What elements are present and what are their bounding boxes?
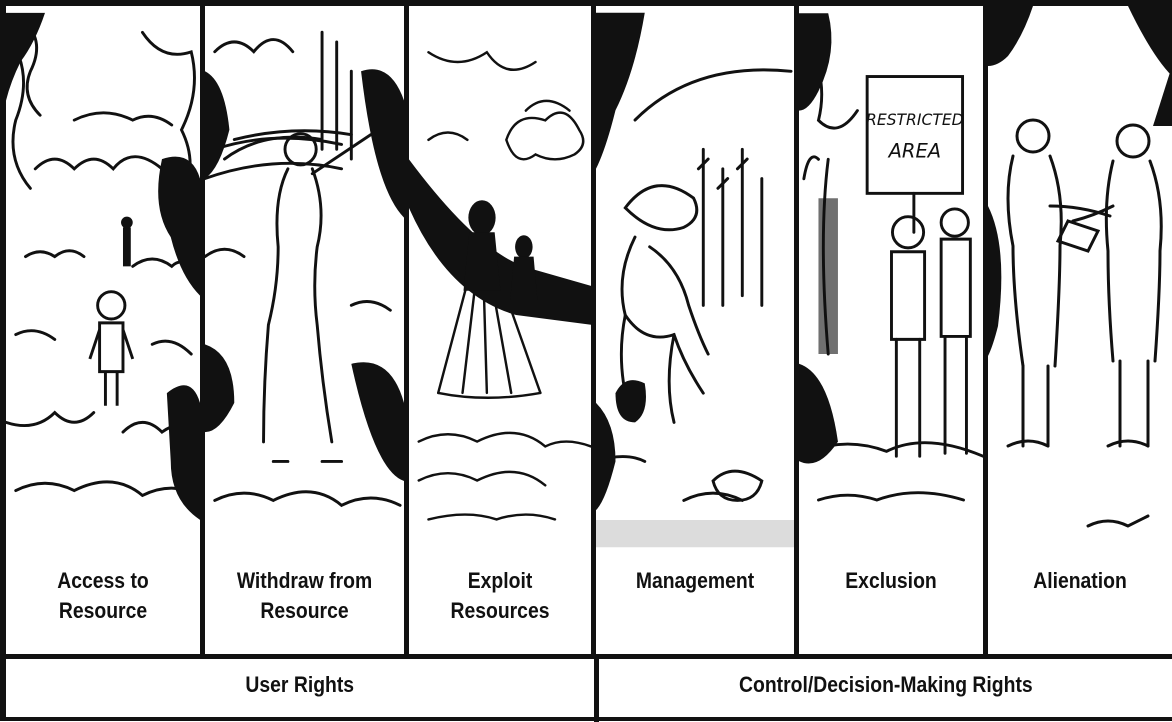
rights-group-row: User Rights Control/Decision-Making Righ… bbox=[6, 654, 1172, 722]
caption-exploit: Exploit Resources bbox=[450, 568, 550, 623]
panel-alienation: Alienation bbox=[988, 6, 1172, 654]
panel-withdraw: Withdraw from Resource bbox=[205, 6, 409, 654]
panel-access: Access to Resource bbox=[6, 6, 205, 654]
child-on-path-illustration bbox=[6, 12, 200, 520]
farmer-planting-illustration bbox=[596, 12, 794, 548]
caption-management: Management bbox=[635, 568, 755, 593]
caption-access: Access to Resource bbox=[57, 568, 149, 623]
caption-exclusion: Exclusion bbox=[845, 568, 937, 593]
svg-text:RESTRICTED: RESTRICTED bbox=[866, 111, 964, 129]
caption-withdraw: Withdraw from Resource bbox=[236, 568, 373, 623]
restricted-sign-board bbox=[865, 75, 965, 195]
panel-row: Access to Resource bbox=[6, 6, 1172, 654]
svg-text:AREA: AREA bbox=[887, 139, 941, 162]
panel-management: Management bbox=[596, 6, 799, 654]
group-user-rights: User Rights bbox=[6, 659, 599, 722]
caption-alienation: Alienation bbox=[1033, 568, 1127, 593]
group-control-rights: Control/Decision-Making Rights bbox=[599, 659, 1172, 722]
group-user-rights-label: User Rights bbox=[245, 671, 355, 697]
panel-exclusion: RESTRICTED AREA Exclusion bbox=[799, 6, 988, 654]
restricted-area-sign-illustration: RESTRICTED AREA bbox=[799, 13, 983, 502]
person-carrying-firewood-illustration bbox=[205, 30, 404, 508]
group-control-rights-label: Control/Decision-Making Rights bbox=[738, 671, 1033, 697]
panel-exploit: Exploit Resources bbox=[409, 6, 596, 654]
handshake-transfer-illustration bbox=[988, 6, 1172, 528]
fishing-boat-with-net-illustration bbox=[409, 50, 591, 521]
